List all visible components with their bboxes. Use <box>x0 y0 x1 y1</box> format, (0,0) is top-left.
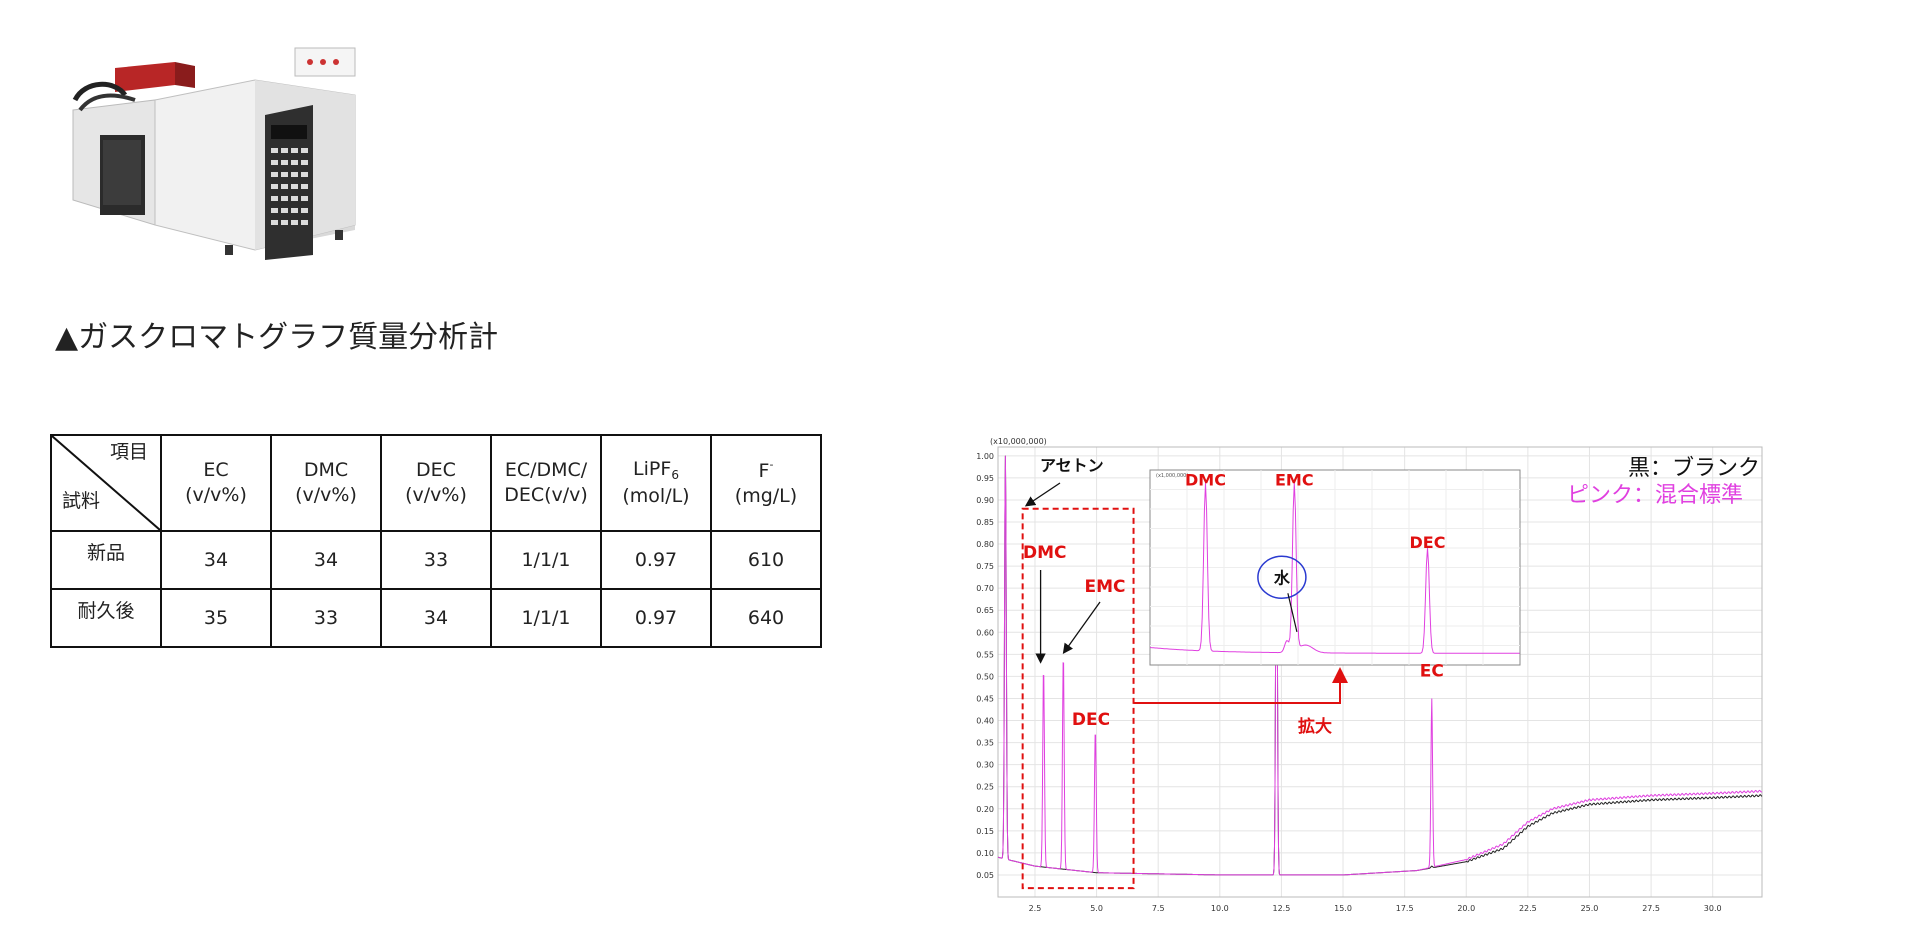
zoom-label: 拡大 <box>1298 716 1332 737</box>
table-cell: 34 <box>160 530 272 590</box>
header-fluoride: F-(mg/L) <box>710 434 822 532</box>
header-dmc: DMC(v/v%) <box>270 434 382 532</box>
y-tick-label: 0.60 <box>976 628 994 637</box>
emc-peak-label: EMC <box>1084 577 1125 597</box>
y-multiplier-label: (x10,000,000) <box>990 437 1047 446</box>
header-ec: EC(v/v%) <box>160 434 272 532</box>
x-tick-label: 20.0 <box>1457 904 1475 913</box>
y-tick-label: 0.20 <box>976 805 994 814</box>
instrument-caption: ▲ガスクロマトグラフ質量分析計 <box>55 320 499 355</box>
y-axis-ticks: 0.05 0.10 0.15 0.20 0.25 0.30 0.35 0.40 0.45 0.50… <box>976 452 994 880</box>
y-tick-label: 0.45 <box>976 694 994 703</box>
legend-mixed-standard: ピンク：混合標準 <box>1567 483 1743 508</box>
y-tick-label: 0.95 <box>976 474 994 483</box>
x-tick-label: 5.0 <box>1090 904 1103 913</box>
table-row: 新品 34 34 33 1/1/1 0.97 610 <box>50 530 822 590</box>
inset-peak-label-dmc: DMC <box>1185 471 1226 490</box>
x-tick-label: 22.5 <box>1519 904 1537 913</box>
x-tick-label: 27.5 <box>1642 904 1660 913</box>
plot-frame <box>997 446 1763 898</box>
acetone-label: アセトン <box>1040 456 1104 475</box>
x-tick-label: 7.5 <box>1152 904 1165 913</box>
y-tick-label: 0.75 <box>976 562 994 571</box>
water-circle <box>1257 555 1307 599</box>
header-sample-label: 試料 <box>62 490 101 513</box>
y-tick-label: 0.15 <box>976 827 994 836</box>
emc-arrow <box>1062 601 1101 655</box>
row-label-new: 新品 <box>50 530 162 590</box>
table-cell: 33 <box>380 530 492 590</box>
header-lipf6: LiPF6(mol/L) <box>600 434 712 532</box>
header-ratio: EC/DMC/DEC(v/v) <box>490 434 602 532</box>
gc-ms-instrument-image <box>72 47 356 260</box>
y-tick-label: 0.70 <box>976 584 994 593</box>
table-cell: 1/1/1 <box>490 530 602 590</box>
table-cell: 0.97 <box>600 588 712 648</box>
y-tick-label: 0.40 <box>976 717 994 726</box>
chromatogram-chart: (x10,000,000) 0.050.100.150.200.250.300.… <box>976 437 1763 913</box>
table-cell: 640 <box>710 588 822 648</box>
x-tick-label: 17.5 <box>1396 904 1414 913</box>
x-tick-label: 2.5 <box>1029 904 1042 913</box>
header-dec: DEC(v/v%) <box>380 434 492 532</box>
x-tick-label: 15.0 <box>1334 904 1352 913</box>
table-cell: 34 <box>380 588 492 648</box>
standard-trace-line <box>997 455 1763 876</box>
y-tick-label: 0.30 <box>976 761 994 770</box>
inset-multiplier-label: (x1,000,000) <box>1156 473 1188 479</box>
table-cell: 35 <box>160 588 272 648</box>
table-cell: 33 <box>270 588 382 648</box>
x-tick-label: 25.0 <box>1581 904 1599 913</box>
inset-zoom-chart: (x1,000,000)DMC EMC DEC 水 <box>1149 469 1521 666</box>
acetone-arrow <box>1024 482 1061 507</box>
y-tick-label: 0.65 <box>976 606 994 615</box>
x-tick-label: 10.0 <box>1211 904 1229 913</box>
x-axis-ticks: 2.5 5.0 7.5 10.0 12.5 15.0 17.5 20.0 22.5 25.0 27.… <box>1029 904 1722 913</box>
water-label: 水 <box>1274 568 1291 587</box>
diagonal-divider <box>52 436 160 530</box>
chart-annotations: アセトン DMC EMC DEC EC 拡大 <box>1023 456 1444 737</box>
row-label-aged: 耐久後 <box>50 588 162 648</box>
x-tick-label: 30.0 <box>1704 904 1722 913</box>
dec-peak-label: DEC <box>1072 710 1110 730</box>
x-tick-label: 12.5 <box>1273 904 1291 913</box>
table-row: 耐久後 35 33 34 1/1/1 0.97 640 <box>50 588 822 648</box>
y-tick-label: 0.50 <box>976 672 994 681</box>
y-tick-label: 1.00 <box>976 452 994 461</box>
chromatogram-traces <box>997 455 1763 876</box>
zoom-region-box <box>1021 507 1135 890</box>
inset-peak-label-emc: EMC <box>1275 471 1314 490</box>
table-corner-header: 項目 試料 <box>50 434 162 532</box>
dmc-peak-label: DMC <box>1023 543 1067 563</box>
y-tick-label: 0.10 <box>976 849 994 858</box>
table-cell: 34 <box>270 530 382 590</box>
legend-blank: 黒：ブランク <box>1628 456 1760 481</box>
table-cell: 0.97 <box>600 530 712 590</box>
table-cell: 610 <box>710 530 822 590</box>
y-tick-label: 0.90 <box>976 496 994 505</box>
sample-composition-table: 項目 試料 EC(v/v%) DMC(v/v%) DEC(v/v%) EC/DM… <box>50 434 822 648</box>
y-tick-label: 0.25 <box>976 783 994 792</box>
ec-peak-label: EC <box>1420 661 1444 681</box>
y-tick-label: 0.35 <box>976 739 994 748</box>
water-arrow <box>1287 593 1298 632</box>
zoom-arrow <box>1133 667 1348 704</box>
table-cell: 1/1/1 <box>490 588 602 648</box>
y-tick-label: 0.55 <box>976 650 994 659</box>
inset-trace-line <box>1149 482 1520 654</box>
y-tick-label: 0.85 <box>976 518 994 527</box>
y-tick-label: 0.80 <box>976 540 994 549</box>
header-item-label: 項目 <box>109 441 148 463</box>
y-tick-label: 0.05 <box>976 871 994 880</box>
inset-peak-label-dec: DEC <box>1410 533 1446 552</box>
